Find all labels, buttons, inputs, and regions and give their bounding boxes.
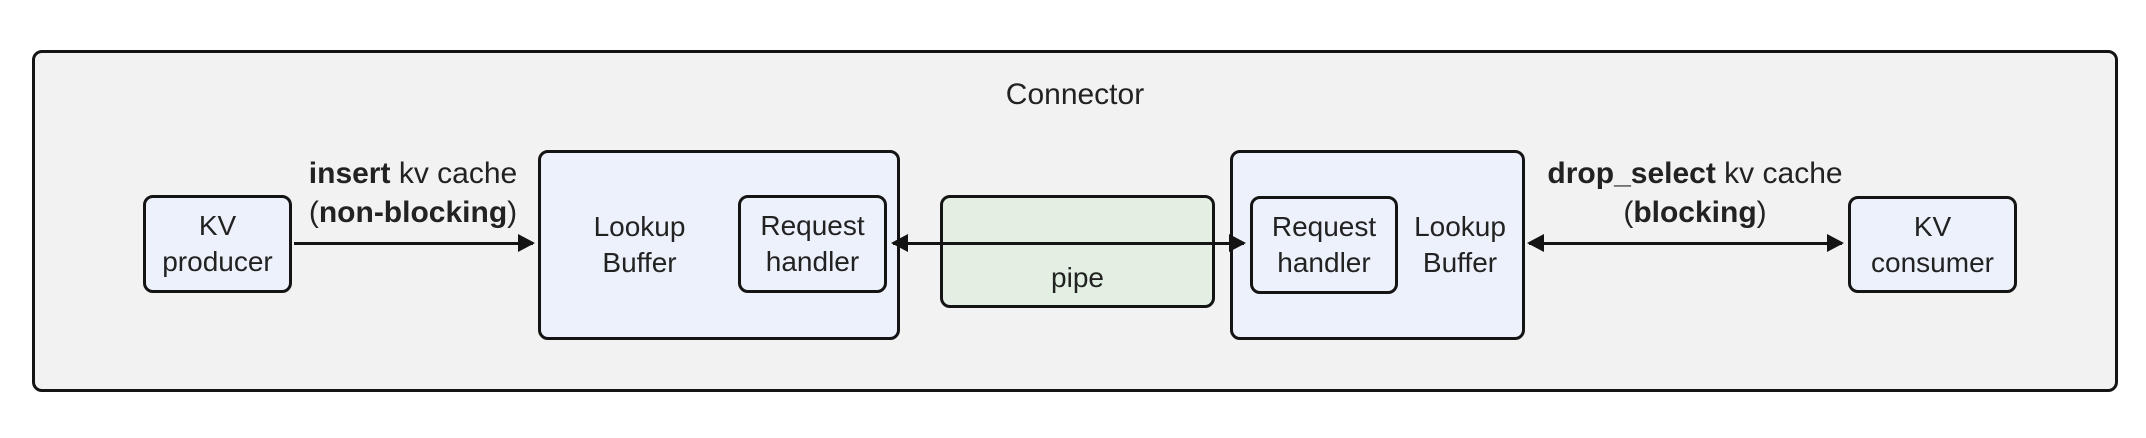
- insert-arrow-line: [294, 242, 533, 245]
- pipe-arrow-line: [893, 242, 1244, 245]
- drop-select-arrow-label-line2: (blocking): [1623, 196, 1767, 229]
- drop-select-arrow: [1527, 232, 1844, 256]
- kv-consumer-label: KV consumer: [1871, 210, 1994, 278]
- kv-producer-node: KV producer: [143, 195, 292, 293]
- drop-select-arrow-line: [1529, 242, 1842, 245]
- drop-select-arrow-label-line1: drop_select kv cache: [1547, 157, 1843, 190]
- arrowhead-left-icon: [1527, 234, 1544, 252]
- kv-producer-label: KV producer: [162, 210, 273, 277]
- request-handler-left-node: Request handler: [738, 195, 887, 293]
- arrowhead-right-icon: [518, 234, 535, 252]
- request-handler-left-label: Request handler: [760, 210, 865, 277]
- lookup-buffer-right-label: Lookup Buffer: [1414, 211, 1506, 278]
- arrowhead-right-icon: [1229, 234, 1246, 252]
- connector-title: Connector: [1005, 78, 1145, 111]
- insert-arrow-label-line2: (non-blocking): [308, 196, 518, 229]
- lookup-buffer-right-node: Request handler Lookup Buffer: [1230, 150, 1525, 340]
- drop-select-arrow-label: drop_select kv cache (blocking): [1547, 154, 1842, 232]
- insert-arrow: [292, 232, 535, 256]
- request-handler-right-label: Request handler: [1271, 211, 1377, 278]
- arrowhead-left-icon: [891, 234, 908, 252]
- lookup-buffer-left-node: Lookup Buffer Request handler: [538, 150, 900, 340]
- arrowhead-right-icon: [1827, 234, 1844, 252]
- kv-consumer-node: KV consumer: [1848, 196, 2017, 293]
- insert-arrow-label: insert kv cache (non-blocking): [309, 154, 517, 232]
- lookup-buffer-left-label: Lookup Buffer: [593, 211, 686, 278]
- pipe-label: pipe: [1051, 262, 1104, 293]
- insert-arrow-label-line1: insert kv cache: [308, 157, 518, 190]
- pipe-arrow: [891, 232, 1246, 256]
- pipe-node: pipe: [940, 195, 1215, 308]
- request-handler-right-node: Request handler: [1250, 196, 1398, 294]
